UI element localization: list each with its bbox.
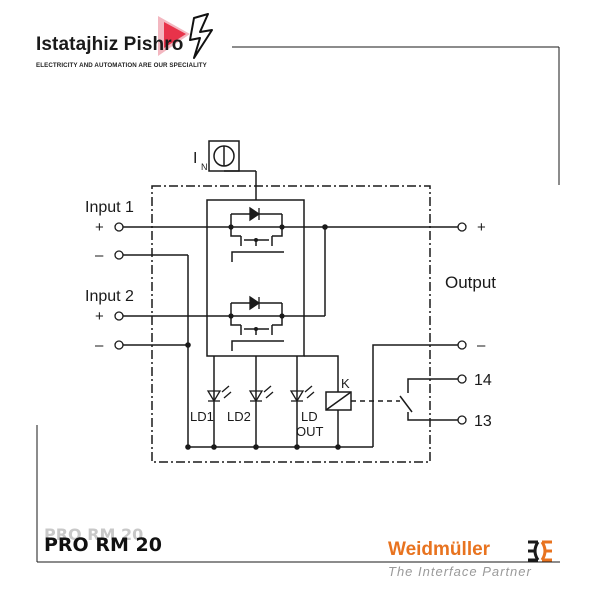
terminal-output-minus bbox=[457, 340, 467, 350]
manufacturer-logo-icon bbox=[528, 540, 552, 562]
relay-label: K bbox=[341, 376, 350, 391]
terminal-14 bbox=[457, 374, 467, 384]
terminal-13 bbox=[457, 415, 467, 425]
terminal-output-plus bbox=[457, 222, 467, 232]
input2-plus-label: + bbox=[95, 308, 104, 325]
input1-label: Input 1 bbox=[85, 199, 134, 216]
led1-icon bbox=[206, 390, 222, 403]
product-name-ghost: PRO RM 20 bbox=[44, 525, 144, 544]
led2-icon bbox=[248, 390, 264, 403]
led-out-label-bottom: OUT bbox=[296, 424, 324, 439]
input1-minus-label: – bbox=[95, 247, 104, 264]
brand-tagline: ELECTRICITY AND AUTOMATION ARE OUR SPECI… bbox=[36, 62, 207, 69]
output-label: Output bbox=[445, 273, 496, 292]
terminal-input2-plus bbox=[114, 311, 124, 321]
output-minus-label: – bbox=[477, 337, 486, 354]
module-housing bbox=[151, 185, 431, 463]
manufacturer-name: Weidmüller bbox=[388, 539, 491, 560]
terminal-input1-minus bbox=[114, 250, 124, 260]
input2-label: Input 2 bbox=[85, 288, 134, 305]
terminal-input2-minus bbox=[114, 340, 124, 350]
current-subscript: N bbox=[201, 162, 208, 172]
output-plus-label: + bbox=[477, 219, 486, 236]
led1-label: LD1 bbox=[190, 409, 214, 424]
input1-plus-label: + bbox=[95, 219, 104, 236]
product-name: PRO RM 20 bbox=[44, 534, 162, 556]
brand-logo-icon bbox=[158, 13, 213, 59]
manufacturer-tagline: The Interface Partner bbox=[388, 564, 532, 579]
led-out-label-top: LD bbox=[301, 409, 318, 424]
current-label: I bbox=[193, 150, 197, 167]
led2-label: LD2 bbox=[227, 409, 251, 424]
contact-14-label: 14 bbox=[474, 372, 492, 389]
terminal-input1-plus bbox=[114, 222, 124, 232]
brand-name: Istatajhiz Pishro bbox=[36, 34, 184, 55]
contact-13-label: 13 bbox=[474, 413, 492, 430]
led-out-icon bbox=[289, 390, 305, 403]
input2-minus-label: – bbox=[95, 337, 104, 354]
